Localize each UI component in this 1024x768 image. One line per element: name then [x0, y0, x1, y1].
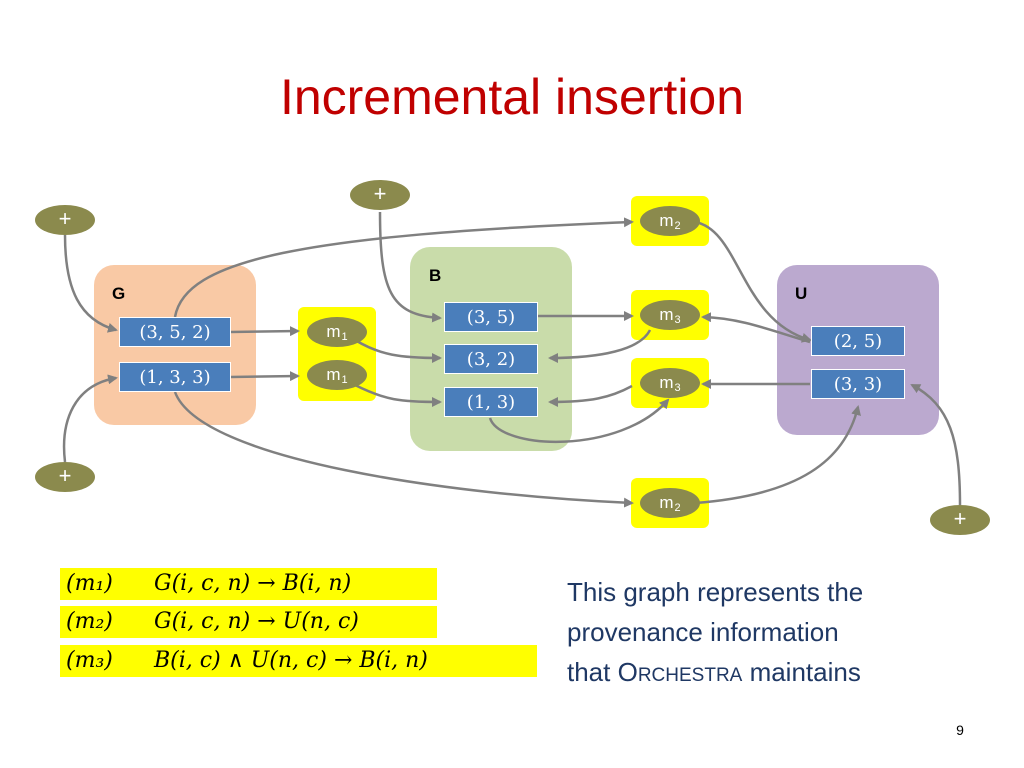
caption-line-1: This graph represents the: [567, 577, 864, 607]
rule-body: G(i, c, n) → U(n, c): [154, 609, 359, 634]
edge-plus-to-g-133: [62, 374, 118, 463]
edge-m1-to-b13: [354, 383, 442, 407]
g-tuple-133[interactable]: (1, 3, 3): [119, 362, 231, 392]
relation-g-label: G: [112, 284, 126, 303]
caption-line-2: provenance information: [567, 617, 839, 647]
rule-id: (m₁): [66, 571, 113, 596]
mapping-subscript: 3: [674, 314, 681, 326]
mapping-subscript: 3: [674, 382, 681, 394]
edge-plus-to-u-33: [910, 383, 962, 506]
slide-title: Incremental insertion: [279, 69, 745, 125]
edge-g133-to-m1: [229, 371, 300, 382]
caption: This graph represents the provenance inf…: [567, 572, 967, 696]
b-tuple-35[interactable]: (3, 5): [444, 302, 538, 332]
mapping-label: m: [659, 373, 674, 392]
rule-m1: (m₁) G(i, c, n) → B(i, n): [60, 568, 437, 600]
page-number: 9: [956, 722, 964, 738]
rule-body: B(i, c) ∧ U(n, c) → B(i, n): [154, 648, 428, 673]
relation-u-label: U: [795, 284, 808, 303]
edge-b13-to-m3-bottom: [488, 398, 670, 443]
mapping-node-m1-upper[interactable]: m1: [307, 317, 367, 347]
edge-m2-top-to-u25: [694, 220, 812, 343]
mapping-node-m3-top[interactable]: m3: [640, 300, 700, 330]
edge-m3-bottom-to-b13: [548, 384, 633, 407]
edge-plus-to-g-352: [63, 234, 118, 333]
edge-m1-to-b32: [354, 338, 442, 363]
caption-text: that: [567, 657, 618, 687]
rule-m3: (m₃) B(i, c) ∧ U(n, c) → B(i, n): [60, 645, 537, 677]
rule-body: G(i, c, n) → B(i, n): [154, 571, 352, 596]
rule-id: (m₂): [66, 609, 113, 634]
mapping-subscript: 1: [341, 331, 348, 343]
rule-m2: (m₂) G(i, c, n) → U(n, c): [60, 606, 437, 638]
b-tuple-32[interactable]: (3, 2): [444, 344, 538, 374]
mapping-node-m3-bottom[interactable]: m3: [640, 368, 700, 398]
b-tuple-13[interactable]: (1, 3): [444, 387, 538, 417]
mapping-label: m: [326, 322, 341, 341]
mapping-label: m: [326, 365, 341, 384]
caption-line-3: that Orchestra maintains: [567, 652, 967, 696]
edge-m2-bottom-to-u33: [694, 405, 861, 505]
edge-u25-to-m3-top: [701, 312, 811, 344]
mapping-subscript: 2: [674, 502, 681, 514]
orchestra-initial: O: [617, 657, 638, 687]
mapping-subscript: 1: [341, 374, 348, 386]
insert-plus-g-lower[interactable]: +: [35, 462, 95, 492]
rule-id: (m₃): [66, 648, 113, 673]
mapping-label: m: [659, 211, 674, 230]
edge-plus-to-b-35: [378, 211, 442, 323]
u-tuple-33[interactable]: (3, 3): [811, 369, 905, 399]
insert-plus-b[interactable]: +: [350, 180, 410, 210]
mapping-node-m1-lower[interactable]: m1: [307, 360, 367, 390]
mapping-node-m2-bottom[interactable]: m2: [640, 488, 700, 518]
insert-plus-g-upper[interactable]: +: [35, 205, 95, 235]
mapping-node-m2-top[interactable]: m2: [640, 206, 700, 236]
edge-g352-to-m1: [229, 326, 300, 337]
u-tuple-25[interactable]: (2, 5): [811, 326, 905, 356]
relation-b-label: B: [429, 266, 442, 285]
insert-plus-u[interactable]: +: [930, 505, 990, 535]
edge-m3-top-to-b32: [548, 329, 652, 363]
mapping-subscript: 2: [674, 220, 681, 232]
mapping-label: m: [659, 493, 674, 512]
mapping-label: m: [659, 305, 674, 324]
edge-g352-to-m2-top: [173, 217, 634, 318]
g-tuple-352[interactable]: (3, 5, 2): [119, 317, 231, 347]
caption-text: maintains: [742, 657, 861, 687]
orchestra-rest: rchestra: [637, 665, 743, 686]
edge-g133-to-m2-bottom: [173, 391, 634, 508]
